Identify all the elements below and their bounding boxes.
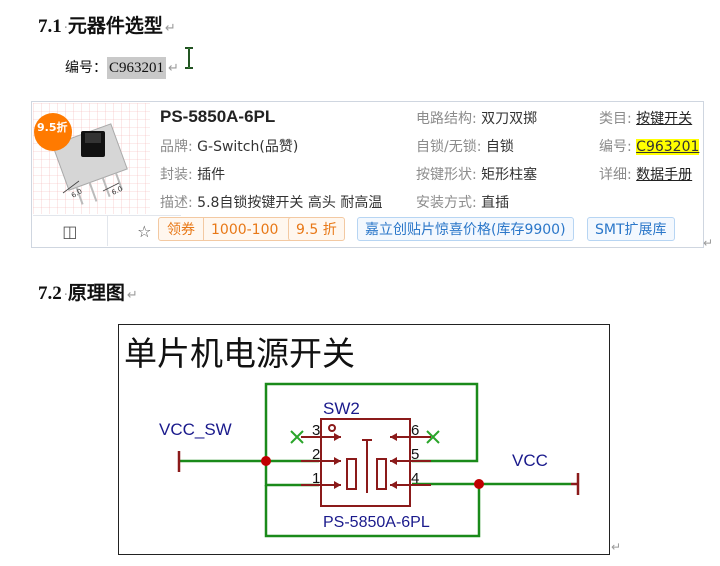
- category-field: 类目: 按键开关: [599, 111, 693, 127]
- junction-dot: [474, 479, 484, 489]
- favorite-button[interactable]: ☆: [108, 216, 182, 246]
- pin-number: 5: [411, 446, 419, 463]
- schematic-image: 单片机电源开关: [118, 324, 610, 555]
- text-cursor-icon: [185, 47, 193, 69]
- discount-corner-badge: 9.5折: [37, 121, 68, 134]
- promo-badge[interactable]: 嘉立创贴片惊喜价格(库存9900): [357, 217, 574, 241]
- discount-badge[interactable]: 9.5 折: [288, 217, 345, 241]
- category-link[interactable]: 按键开关: [636, 111, 693, 127]
- section-heading-7-2: 7.2·原理图↵: [38, 282, 138, 304]
- no-connect-marks: [290, 430, 440, 444]
- svg-text:6.0: 6.0: [110, 185, 123, 197]
- paragraph-mark: ↵: [126, 288, 138, 303]
- product-card: 6.0 6.0 9.5折 ◫ ☆ PS-5850A-6PL 品牌: G-Swit…: [31, 101, 704, 248]
- paragraph-mark: ↵: [168, 61, 179, 76]
- paragraph-mark: ↵: [611, 540, 622, 554]
- part-code-line: 编号：C963201↵: [65, 57, 179, 79]
- smt-library-badge[interactable]: SMT扩展库: [587, 217, 675, 241]
- reference-designator: SW2: [323, 399, 360, 418]
- code-label: 编号：: [65, 60, 107, 76]
- paragraph-mark: ↵: [703, 236, 714, 250]
- pin-arrows: [334, 433, 397, 489]
- net-label-right: VCC: [512, 451, 548, 470]
- star-icon: ☆: [137, 221, 152, 241]
- coupon-value: 1000-100: [211, 222, 279, 238]
- switch-body: [320, 418, 411, 507]
- pin-number: 4: [411, 470, 419, 487]
- paragraph-mark: ↵: [164, 21, 176, 36]
- pin-number: 3: [312, 422, 320, 439]
- net-label-left: VCC_SW: [159, 420, 232, 439]
- compare-button[interactable]: ◫: [33, 216, 108, 246]
- section-title: 原理图: [67, 282, 125, 304]
- section-number: 7.2: [38, 283, 62, 304]
- coupon-label: 领券: [159, 218, 204, 240]
- pin-number: 6: [411, 422, 419, 439]
- brand-field: 品牌: G-Switch(品赞): [160, 139, 299, 155]
- section-title: 元器件选型: [67, 15, 163, 37]
- pin-number: 1: [312, 470, 320, 487]
- section-heading-7-1: 7.1·元器件选型↵: [38, 15, 176, 37]
- datasheet-link[interactable]: 数据手册: [636, 167, 693, 183]
- section-number: 7.1: [38, 16, 62, 37]
- junction-dot: [261, 456, 271, 466]
- code-field: 编号: C963201: [599, 139, 700, 155]
- product-image[interactable]: 6.0 6.0 9.5折: [33, 103, 150, 214]
- description-field: 描述: 5.8自锁按键开关 高头 耐高温: [160, 195, 383, 211]
- thumb-actions: ◫ ☆: [33, 215, 181, 246]
- shape-field: 按键形状: 矩形柱塞: [416, 167, 538, 183]
- code-value-selected[interactable]: C963201: [107, 57, 167, 79]
- detail-field: 详细: 数据手册: [599, 167, 693, 183]
- mount-field: 安装方式: 直插: [416, 195, 510, 211]
- part-number-label: PS-5850A-6PL: [323, 514, 430, 531]
- pin-number: 2: [312, 446, 320, 463]
- product-name[interactable]: PS-5850A-6PL: [160, 107, 276, 126]
- circuit-field: 电路结构: 双刀双掷: [416, 111, 538, 127]
- code-link-highlighted[interactable]: C963201: [636, 139, 700, 155]
- compare-icon: ◫: [62, 221, 78, 241]
- lock-field: 自锁/无锁: 自锁: [416, 139, 514, 155]
- schematic-title: 单片机电源开关: [124, 334, 355, 373]
- coupon-badge[interactable]: 领券 1000-100: [158, 217, 300, 241]
- package-field: 封装: 插件: [160, 167, 226, 183]
